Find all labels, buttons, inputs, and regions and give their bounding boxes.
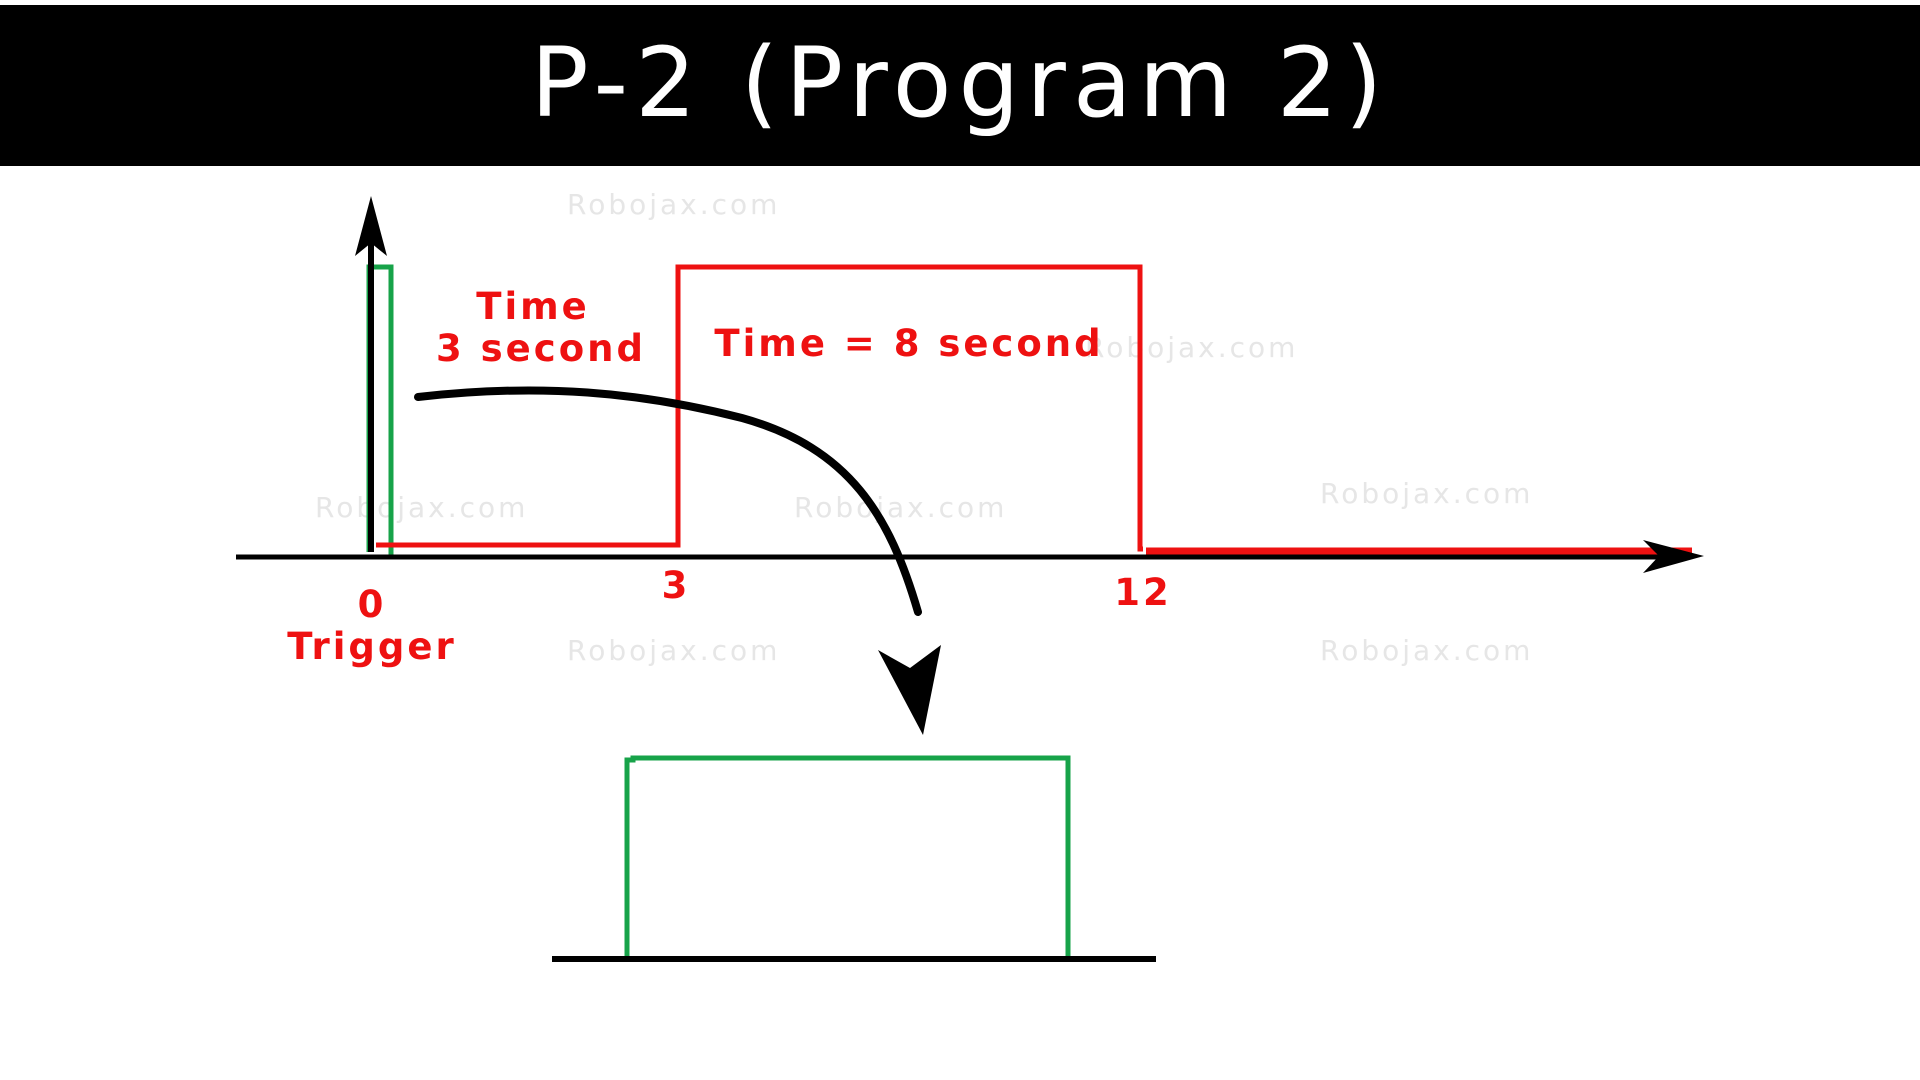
tick-label-12: 12	[1114, 571, 1172, 614]
y-axis-arrowhead	[355, 196, 387, 256]
watermark-6: Robojax.com	[567, 634, 780, 667]
tick-label-0: 0	[358, 583, 387, 626]
watermark-7: Robojax.com	[1320, 634, 1533, 667]
watermark-2: Robojax.com	[1085, 331, 1298, 364]
result-pulse-line	[624, 755, 1071, 958]
first-delay-label-line1: Time	[476, 285, 590, 328]
title-bar: P-2 (Program 2)	[0, 5, 1920, 166]
watermark-5: Robojax.com	[1320, 477, 1533, 510]
watermark-3: Robojax.com	[315, 491, 528, 524]
curved-arrow-line	[414, 386, 922, 616]
trigger-label: Trigger	[287, 625, 456, 668]
time-axis-arrowhead	[1643, 540, 1704, 573]
watermark-1: Robojax.com	[567, 188, 780, 221]
output-signal-line	[376, 264, 1143, 552]
tick-label-3: 3	[662, 564, 691, 607]
curved-arrow-head	[878, 645, 941, 735]
watermark-4: Robojax.com	[794, 491, 1007, 524]
page-title: P-2 (Program 2)	[530, 26, 1390, 139]
first-delay-label-line2: 3 second	[436, 327, 646, 370]
on-time-label: Time = 8 second	[714, 322, 1103, 365]
